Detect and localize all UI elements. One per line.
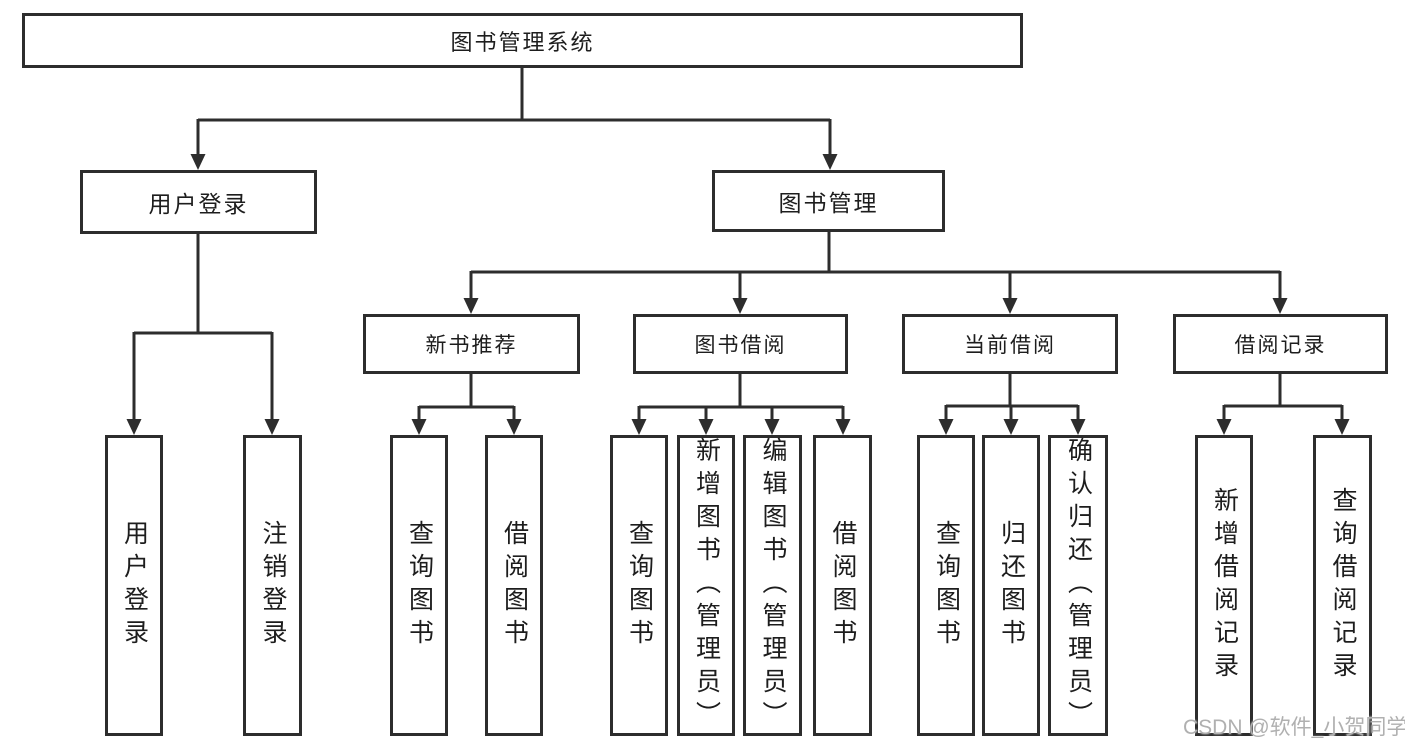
leaf-cb-return-books: 归还图书 xyxy=(982,435,1040,736)
node-label: 注销登录 xyxy=(259,519,287,652)
node-label: 借阅记录 xyxy=(1234,334,1327,357)
leaf-logout: 注销登录 xyxy=(243,435,302,736)
leaf-br-query-record: 查询借阅记录 xyxy=(1313,435,1372,736)
node-label: 用户登录 xyxy=(120,519,149,652)
leaf-cb-confirm-return-admin: 确认归还（管理员） xyxy=(1048,435,1108,736)
leaf-bb-edit-books-admin: 编辑图书（管理员） xyxy=(743,435,802,736)
node-book-management-branch: 图书管理 xyxy=(712,170,945,232)
node-label: 图书管理系统 xyxy=(450,29,595,55)
node-root-library-system: 图书管理系统 xyxy=(22,13,1023,68)
watermark: CSDN @软件_小贺同学 xyxy=(1183,716,1405,739)
node-label: 用户登录 xyxy=(148,191,249,217)
leaf-cb-query-books: 查询图书 xyxy=(917,435,975,736)
node-current-borrow: 当前借阅 xyxy=(902,314,1118,374)
node-label: 编辑图书（管理员） xyxy=(759,437,787,734)
leaf-bb-query-books: 查询图书 xyxy=(610,435,668,736)
arrowheads xyxy=(126,154,1350,435)
node-label: 归还图书 xyxy=(997,519,1026,652)
node-user-login-branch: 用户登录 xyxy=(80,170,317,234)
node-label: 图书借阅 xyxy=(694,334,787,357)
node-label: 借阅图书 xyxy=(829,519,857,652)
leaf-bb-borrow-books: 借阅图书 xyxy=(813,435,872,736)
node-label: 图书管理 xyxy=(778,190,879,216)
node-borrow-records: 借阅记录 xyxy=(1173,314,1388,374)
node-label: 当前借阅 xyxy=(964,334,1056,357)
node-label: 确认归还（管理员） xyxy=(1064,437,1093,734)
node-label: 查询借阅记录 xyxy=(1329,486,1357,685)
leaf-bb-add-books-admin: 新增图书（管理员） xyxy=(677,435,735,736)
node-book-borrow: 图书借阅 xyxy=(633,314,848,374)
node-label: 查询图书 xyxy=(932,519,961,652)
node-label: 查询图书 xyxy=(625,519,654,652)
node-label: 新增图书（管理员） xyxy=(692,437,721,734)
node-label: 新书推荐 xyxy=(425,334,518,357)
leaf-user-login: 用户登录 xyxy=(105,435,163,736)
leaf-nbr-query-books: 查询图书 xyxy=(390,435,448,736)
leaf-br-add-record: 新增借阅记录 xyxy=(1195,435,1253,736)
node-new-book-recommend: 新书推荐 xyxy=(363,314,580,374)
leaf-nbr-borrow-books: 借阅图书 xyxy=(485,435,543,736)
node-label: 借阅图书 xyxy=(500,519,529,652)
node-label: 查询图书 xyxy=(405,519,434,652)
node-label: 新增借阅记录 xyxy=(1210,486,1239,685)
